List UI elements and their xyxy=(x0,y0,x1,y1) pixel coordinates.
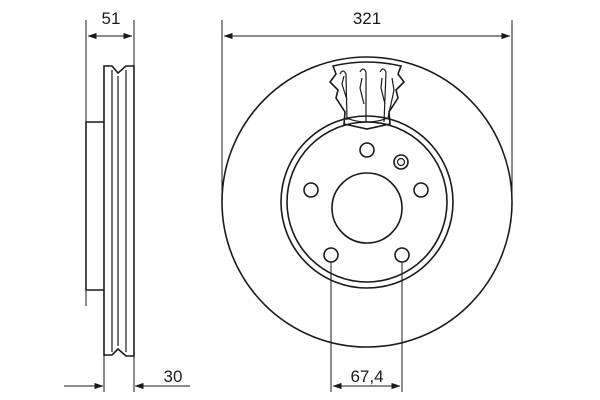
dim-51-label: 51 xyxy=(102,9,121,28)
vane-1 xyxy=(339,70,348,121)
bolt-hole-right xyxy=(413,182,429,198)
vent-cutaway xyxy=(328,61,406,130)
dim-30-label: 30 xyxy=(164,367,183,386)
dim-67-label: 67,4 xyxy=(350,367,383,386)
hat-profile xyxy=(85,121,104,291)
dim-321-label: 321 xyxy=(353,9,381,28)
bolt-hole-left xyxy=(303,182,319,198)
hat-ring-outer xyxy=(280,115,454,289)
side-view: 51 30 xyxy=(64,9,190,392)
bolt-hole-top xyxy=(359,142,375,158)
center-bore xyxy=(331,172,403,244)
vane-4 xyxy=(387,77,395,119)
bolt-hole-bottom-left xyxy=(323,247,339,263)
locating-hole-inner xyxy=(396,157,406,167)
bolt-hole-bottom-right xyxy=(394,247,410,263)
locating-hole-outer xyxy=(393,154,409,170)
cutaway-outline xyxy=(328,61,406,130)
disc-outer-circle xyxy=(221,56,513,348)
cutaway-bottom-edge xyxy=(345,117,389,123)
vane-2 xyxy=(359,68,367,122)
front-view: 321 67,4 xyxy=(221,9,513,392)
vane-3 xyxy=(379,68,387,123)
disc-outline xyxy=(103,65,135,357)
hat-ring-inner xyxy=(286,121,448,283)
